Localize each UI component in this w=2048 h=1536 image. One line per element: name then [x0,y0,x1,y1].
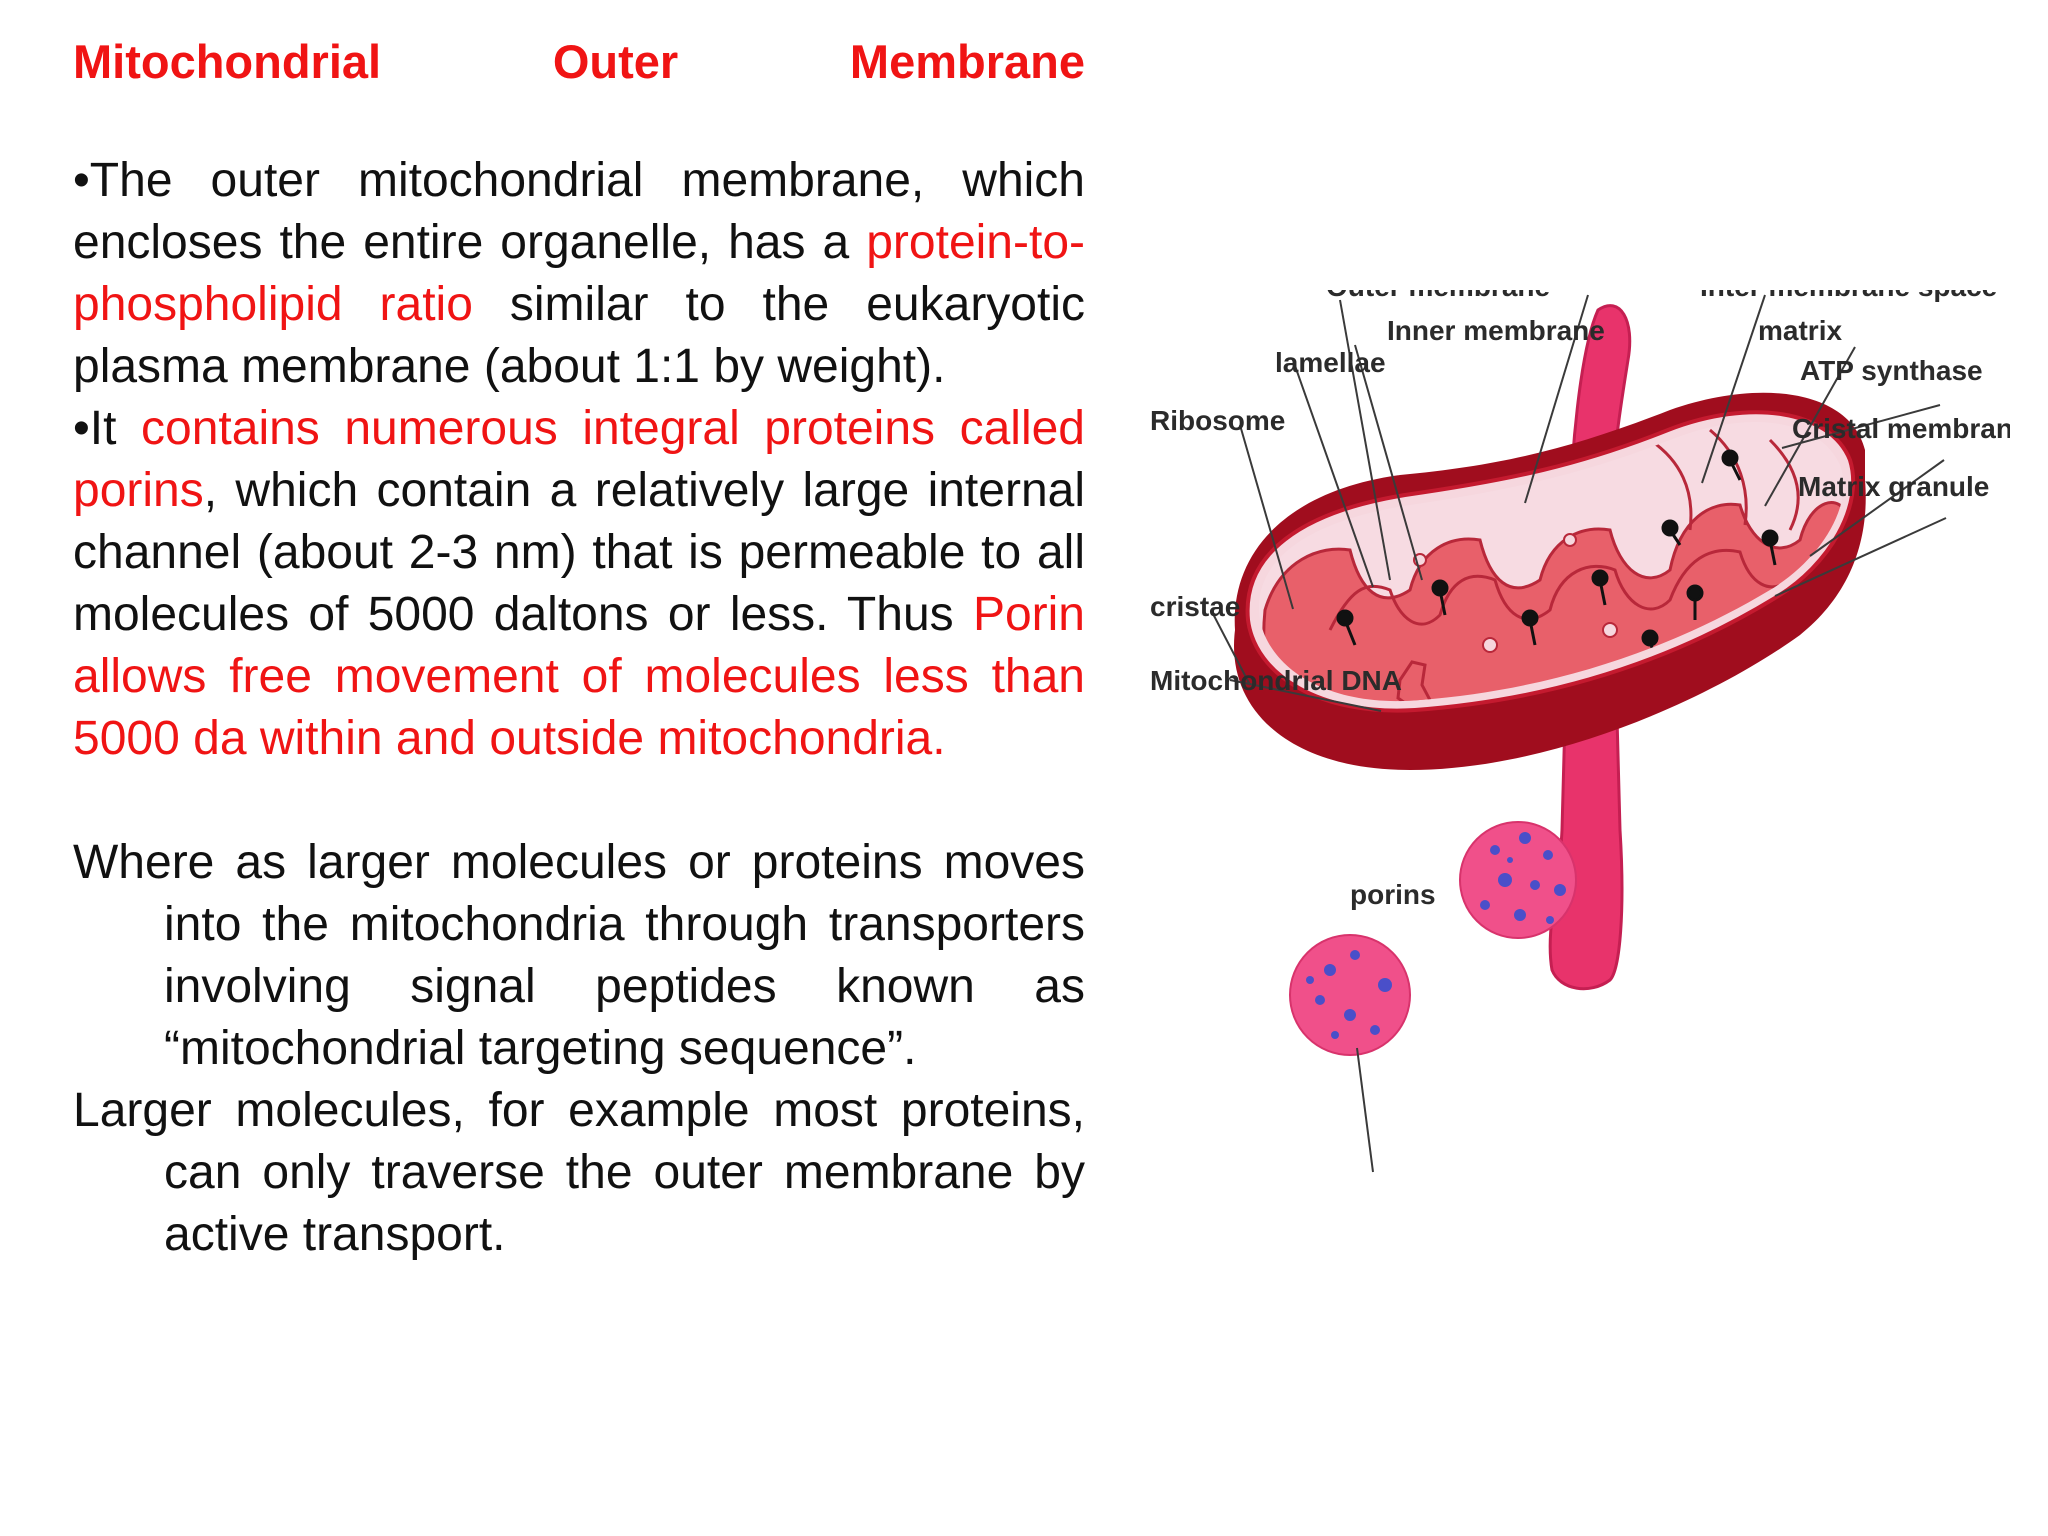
bullet2-text-a: •It [73,402,142,455]
bullet2-text-c: , which contain a relatively large inter… [73,464,1085,641]
label-atp-synthase: ATP synthase [1800,355,1983,386]
bullet2-highlight-porins: contains numerous integral proteins call… [73,402,1085,517]
label-cristal-membrane: Cristal membrane [1792,413,2010,444]
label-porins: porins [1350,879,1436,910]
label-mitochondrial-dna: Mitochondrial DNA [1150,665,1402,696]
porin-disc-large [1459,821,1577,939]
label-matrix: matrix [1758,315,1842,346]
mitochondrion-diagram: Outer membrane Inner membrane Inter memb… [1150,290,2010,1173]
bullet2-highlight-movement: Porin allows free movement of molecules … [73,588,1085,765]
paragraph-larger-molecules: Where as larger molecules or proteins mo… [73,836,1085,1075]
label-lamellae: lamellae [1275,347,1386,378]
label-inter-membrane-space: Inter membrane space [1700,290,1997,302]
title-word-3: Membrane [849,35,1085,88]
slide-title: Mitochondrial Outer Membrane [73,30,1085,94]
title-word-1: Mitochondrial [73,35,382,88]
porin-disc-small [1289,934,1411,1056]
paragraph-active-transport: Larger molecules, for example most prote… [73,1084,1085,1261]
leader-lines [1210,294,1947,1173]
bullet1-text-c: similar to the eukaryotic plasma membran… [73,278,1085,393]
label-matrix-granule: Matrix granule [1798,471,1989,502]
title-word-2: Outer [552,35,679,88]
bullet1-highlight: protein-to-phospholipid ratio [73,216,1085,331]
bullet-porins: •It contains numerous integral proteins … [73,398,1085,770]
label-cristae: cristae [1150,591,1240,622]
label-ribosome: Ribosome [1150,405,1285,436]
body-text: •The outer mitochondrial membrane, which… [73,150,1085,1266]
label-inner-membrane: Inner membrane [1387,315,1605,346]
label-outer-membrane: Outer membrane [1326,290,1550,302]
bullet1-text-a: •The outer mitochondrial membrane, which… [73,154,1085,269]
bullet-protein-ratio: •The outer mitochondrial membrane, which… [73,150,1085,398]
